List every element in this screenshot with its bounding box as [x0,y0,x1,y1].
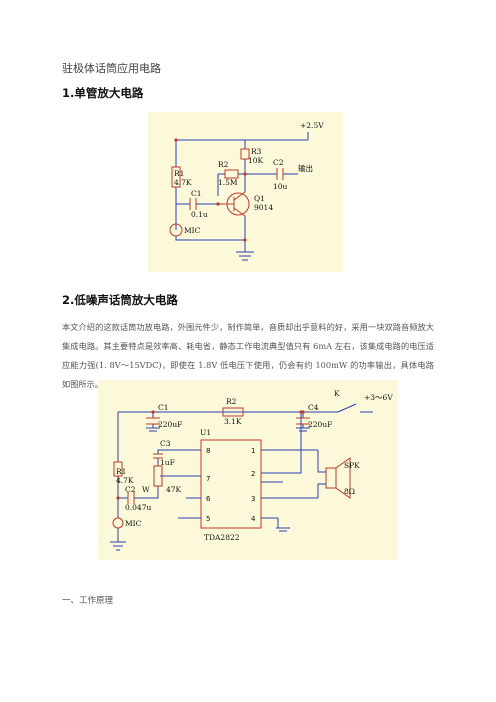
speaker-wire [317,450,326,498]
circuit-diagram-single-transistor: +2.5V R3 10K R2 1.5M C2 10u 输出 R1 4.7K C… [148,112,343,272]
pin-label: 4 [251,515,256,523]
c1-capacitor [146,417,160,425]
q1-leads [220,191,246,217]
pin-label: 5 [206,515,210,523]
c4-value: 220uF [308,420,332,429]
c2-value: 10u [273,182,288,191]
c2-value: 0.047u [125,503,151,512]
pin-label: 3 [251,495,255,503]
w-label: W [142,485,150,494]
section-paragraph: 本文介绍的这款话筒功放电路，外围元件少，制作简单，音质却出乎意料的好，采用一块双… [62,322,434,389]
circuit-diagram-tda2822: K +3～6V C1 220uF R2 3.1K C4 220uF U1 C3 … [98,380,398,560]
r1-label: R1 [116,467,126,476]
r2-value: 3.1K [224,417,242,426]
w-value: 47K [166,485,182,494]
w-wire [150,458,201,499]
speaker-cone [335,457,351,499]
r3-resistor [240,148,250,160]
c1-capacitor [189,198,197,210]
pin4-ground [276,527,290,532]
output-label: 输出 [298,163,313,173]
c2-capacitor [127,492,135,504]
c3-wire [157,449,201,454]
vcc-rail [176,132,309,141]
speaker-body [325,467,337,489]
c3-label: C3 [160,439,171,448]
u1-label: U1 [200,428,211,437]
c1-value: 220uF [158,420,182,429]
c1-ground [146,427,160,432]
r2-label: R2 [226,397,237,406]
document-title: 驻极体话筒应用电路 [62,62,161,75]
switch-label: K [334,389,340,398]
c4-label: C4 [308,403,319,412]
pin-label: 1 [251,447,255,455]
r1-value: 4.7K [116,476,134,485]
circuit-2-svg: K +3～6V C1 220uF R2 3.1K C4 220uF U1 C3 … [110,389,393,551]
mic-symbol [112,517,124,529]
ic-left-pins [178,497,201,519]
pin-label: 6 [206,495,211,503]
w-potentiometer [153,465,163,487]
tda2822-ic [200,439,262,529]
r1-label: R1 [174,169,184,178]
c2-label: C2 [125,485,136,494]
mic-label: MIC [125,519,142,528]
c1-label: C1 [158,403,169,412]
mic-ground [110,528,126,551]
pin-label: 2 [251,470,255,478]
spk-label: SPK [344,461,360,470]
r3-value: 10K [248,156,264,165]
section-heading-single-transistor: 1.单管放大电路 [62,86,144,100]
c4-ground [296,427,310,432]
q1-value: 9014 [254,203,273,212]
ic-label: TDA2822 [204,533,240,542]
c4-capacitor [296,417,310,425]
q1-label: Q1 [254,194,265,203]
r1-resistor [113,461,123,477]
section-footer-heading: 一、工作原理 [62,596,114,606]
c2-label: C2 [273,158,284,167]
r1-value: 4.7K [174,178,192,187]
mic-label: MIC [184,226,201,235]
c3-value: 1uF [160,458,175,467]
spk-value: 8Ω [344,487,355,496]
r1-resistor [171,166,181,188]
vcc-label: +2.5V [300,121,324,130]
ground-symbol [236,240,254,261]
ground-wire [175,236,245,241]
pin-label: 7 [206,475,210,483]
vcc-rail [118,403,373,413]
c2-capacitor [276,168,284,180]
r2-label: R2 [218,160,229,169]
section-heading-low-noise: 2.低噪声话筒放大电路 [62,293,178,307]
pin-label: 8 [206,447,210,455]
c1-value: 0.1u [191,210,208,219]
ic-right-pins [261,412,318,529]
vcc-label: +3～6V [364,393,393,402]
c1-label: C1 [191,189,202,198]
r2-value: 1.5M [218,178,238,187]
r3-label: R3 [251,147,262,156]
r2-resistor [222,407,244,417]
circuit-1-svg: +2.5V R3 10K R2 1.5M C2 10u 输出 R1 4.7K C… [169,121,324,261]
r2-resistor [224,169,239,179]
